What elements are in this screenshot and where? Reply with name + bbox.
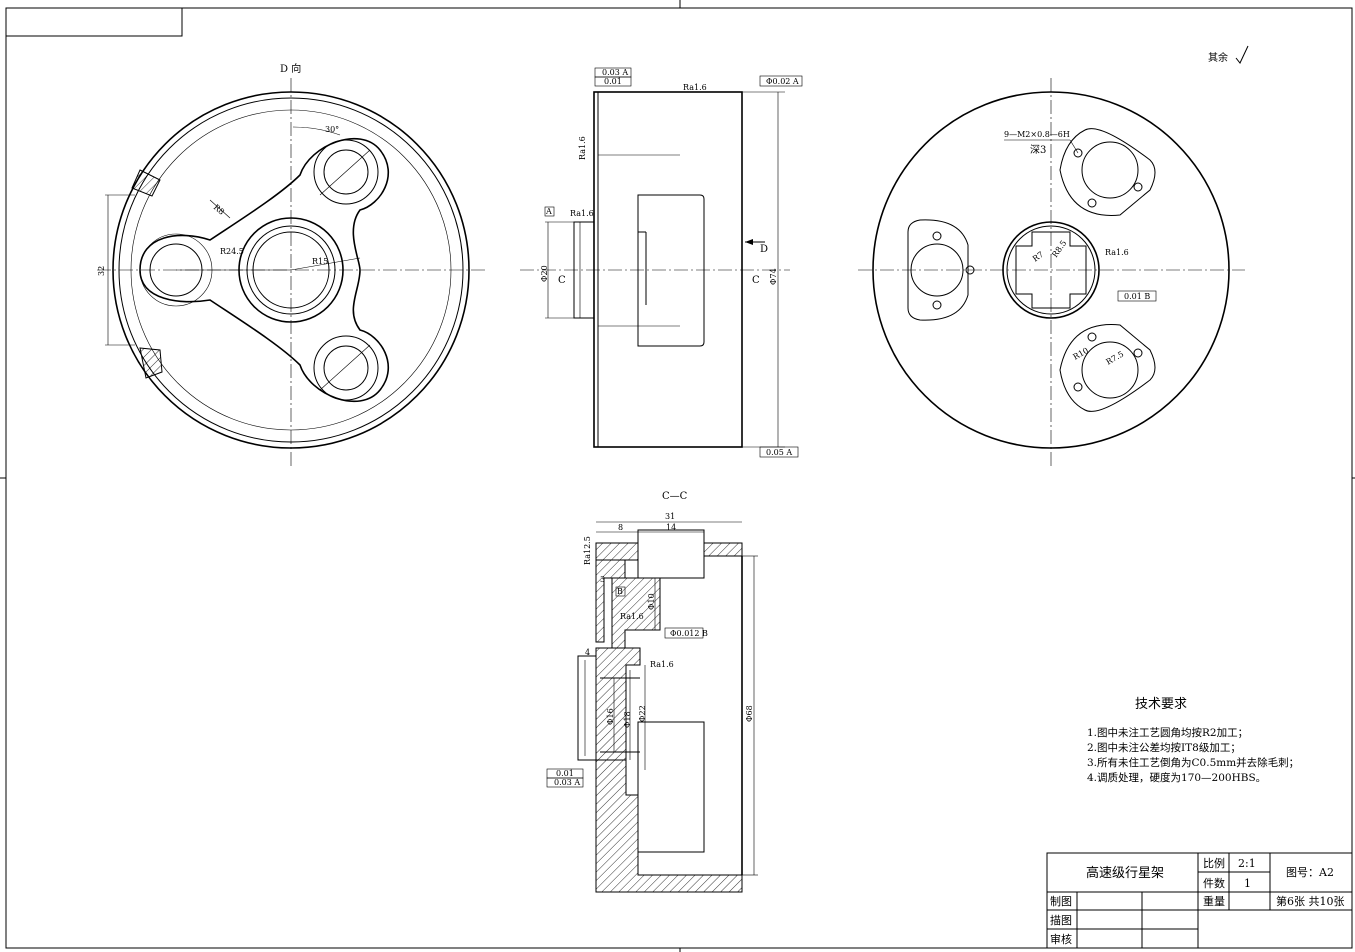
svg-text:0.01 B: 0.01 B xyxy=(1124,292,1150,301)
scale-value: 2:1 xyxy=(1238,857,1256,870)
tech-req-item-4: 4.调质处理，硬度为170—200HBS。 xyxy=(1087,771,1266,784)
view-arrow-d: D xyxy=(760,244,768,255)
svg-text:0.01: 0.01 xyxy=(556,769,574,778)
drawing-number: 图号：A2 xyxy=(1286,866,1334,879)
d-direction-view: D 向 30° R8 R24.5 R15 32 xyxy=(97,62,485,468)
datum-b: B xyxy=(615,586,626,597)
weight-label: 重量 xyxy=(1203,894,1225,908)
dim-phi22: Φ22 xyxy=(638,705,647,722)
dim-phi10: Φ10 xyxy=(647,593,656,610)
dim-r7-5: R7.5 xyxy=(1105,350,1126,367)
roughness-check-icon xyxy=(1235,45,1249,64)
dim-r10: R10 xyxy=(1072,346,1091,362)
tech-req-item-3: 3.所有未住工艺倒角为C0.5mm并去除毛刺； xyxy=(1087,756,1299,769)
tolerance-frame-top-left: 0.03 A 0.01 xyxy=(594,67,632,87)
svg-text:B: B xyxy=(617,587,623,596)
dim-32: 32 xyxy=(97,266,106,276)
dim-r7: R7 xyxy=(1031,250,1045,264)
tolerance-frame-bottom-right: 0.05 A xyxy=(759,446,799,458)
part-name: 高速级行星架 xyxy=(1086,865,1164,881)
d-view-label: D 向 xyxy=(280,62,301,75)
dim-r8-5: R8.5 xyxy=(1050,239,1068,260)
svg-text:Φ0.012 B: Φ0.012 B xyxy=(670,629,708,638)
dim-3: 3 xyxy=(600,575,605,584)
tolerance-frame-section-mid: Φ0.012 B xyxy=(664,627,708,639)
ra-side-top: Ra1.6 xyxy=(683,83,707,92)
corner-code-box xyxy=(5,7,183,37)
dim-14: 14 xyxy=(666,523,676,532)
roughness-general-label: 其余 xyxy=(1208,51,1228,64)
dim-r8: R8 xyxy=(212,203,226,217)
dim-phi74: Φ74 xyxy=(769,268,778,285)
svg-text:0.03 A: 0.03 A xyxy=(554,778,580,787)
ra-side-left: Ra1.6 xyxy=(578,136,587,160)
sheet-info: 第6张 共10张 xyxy=(1276,894,1345,908)
traced-label: 描图 xyxy=(1050,913,1072,927)
section-label: C—C xyxy=(662,491,688,502)
drawn-label: 制图 xyxy=(1050,895,1072,908)
svg-text:0.05 A: 0.05 A xyxy=(766,448,792,457)
datum-a: A xyxy=(544,206,555,217)
thread-note-line2: 深3 xyxy=(1030,144,1046,156)
dim-phi20: Φ20 xyxy=(540,265,549,282)
qty-value: 1 xyxy=(1244,877,1251,890)
scale-label: 比例 xyxy=(1203,856,1225,870)
checked-label: 审核 xyxy=(1050,932,1072,946)
dim-8: 8 xyxy=(618,523,623,532)
qty-label: 件数 xyxy=(1203,877,1225,890)
ra-side-boss: Ra1.6 xyxy=(570,209,594,218)
tolerance-frame-right-view: 0.01 B xyxy=(1117,290,1157,302)
svg-text:0.03 A: 0.03 A xyxy=(602,68,628,77)
section-mark-c-left: C xyxy=(558,275,566,286)
technical-requirements: 技术要求 1.图中未注工艺圆角均按R2加工； 2.图中未注公差均按IT8级加工；… xyxy=(1087,697,1299,784)
tech-req-item-1: 1.图中未注工艺圆角均按R2加工； xyxy=(1087,726,1248,739)
dim-4: 4 xyxy=(585,648,590,657)
tolerance-frame-top-right: Φ0.02 A xyxy=(759,75,803,87)
dim-phi68: Φ68 xyxy=(745,705,754,722)
right-view: 其余 9—M2×0.8—6H 深3 R7 R8.5 R10 R7.5 Ra1.6 xyxy=(858,45,1249,466)
ra-section-low: Ra1.6 xyxy=(650,660,674,669)
dim-phi16: Φ16 xyxy=(606,708,615,725)
section-c-c-view: C—C 31 8 14 3 Φ10 4 Φ16 Φ18 Φ22 Φ68 Ra12… xyxy=(546,491,758,893)
dim-r24-5: R24.5 xyxy=(220,247,244,256)
dim-r15: R15 xyxy=(312,257,328,266)
dim-30deg: 30° xyxy=(325,125,339,134)
title-block: 高速级行星架 比例 2:1 件数 1 重量 图号：A2 第6张 共10张 制图 … xyxy=(1046,852,1353,949)
section-mark-c-right: C xyxy=(752,275,760,286)
tolerance-frame-section-low: 0.01 0.03 A xyxy=(546,768,584,788)
tech-req-item-2: 2.图中未注公差均按IT8级加工； xyxy=(1087,741,1241,754)
svg-text:0.01: 0.01 xyxy=(604,77,622,86)
dim-31: 31 xyxy=(665,512,675,521)
ra-section-mid: Ra1.6 xyxy=(620,612,644,621)
thread-note-line1: 9—M2×0.8—6H xyxy=(1004,130,1070,139)
dim-phi18: Φ18 xyxy=(623,711,632,728)
svg-text:A: A xyxy=(545,207,552,216)
ra-right: Ra1.6 xyxy=(1105,248,1129,257)
tech-req-title: 技术要求 xyxy=(1135,697,1187,712)
side-view: Φ20 Φ74 Ra1.6 Ra1.6 Ra1.6 C C D 0.03 A 0… xyxy=(520,67,803,458)
ra-section-left: Ra12.5 xyxy=(583,536,592,565)
svg-text:Φ0.02 A: Φ0.02 A xyxy=(766,77,799,86)
